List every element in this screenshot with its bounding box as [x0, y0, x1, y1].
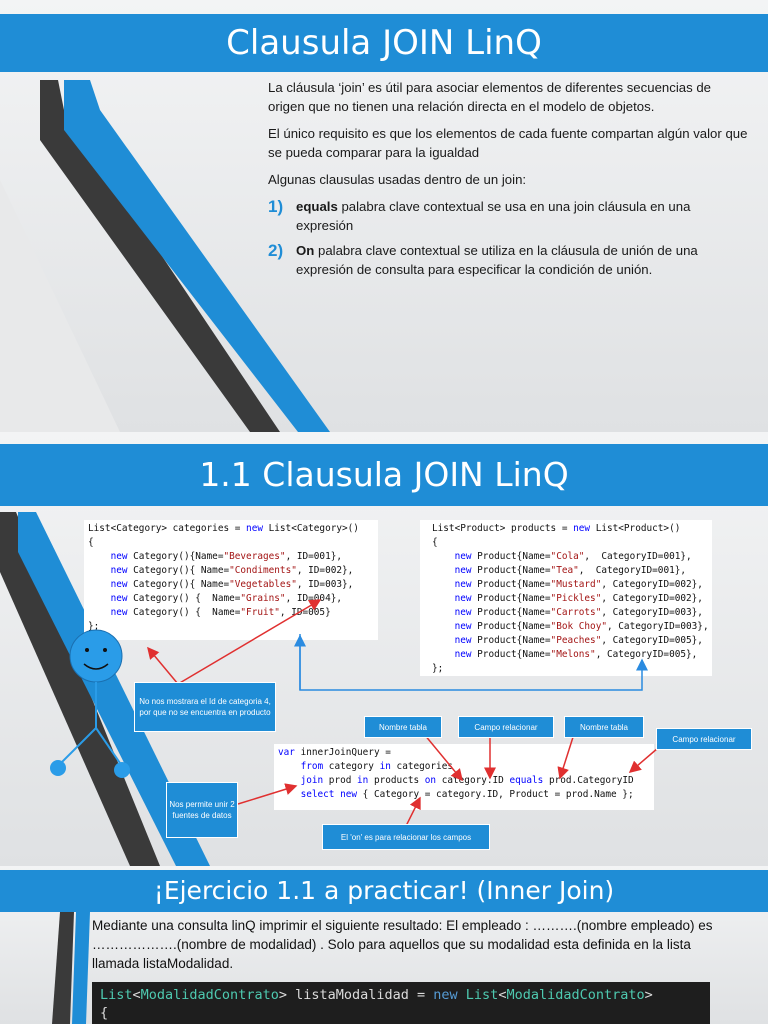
slide-title: 1.1 Clausula JOIN LinQ	[0, 444, 768, 506]
callout-on-keyword: El 'on' es para relacionar los campos	[322, 824, 490, 850]
modalidad-code: List<ModalidadContrato> listaModalidad =…	[92, 982, 710, 1024]
slide-1: Clausula JOIN LinQ La cláusula ‘join’ es…	[0, 0, 768, 432]
callout-table-name: Nombre tabla	[564, 716, 644, 738]
item-keyword: equals	[296, 199, 338, 214]
paragraph: El único requisito es que los elementos …	[268, 126, 748, 160]
item-number: 2)	[268, 241, 284, 260]
callout-missing-id: No nos mostrara el Id de categoria 4, po…	[134, 682, 276, 732]
categories-code: List<Category> categories = new List<Cat…	[84, 520, 378, 640]
slide-title: Clausula JOIN LinQ	[0, 14, 768, 72]
products-code: List<Product> products = new List<Produc…	[420, 520, 712, 676]
exercise-text: Mediante una consulta linQ imprimir el s…	[92, 918, 713, 971]
callout-join-field: Campo relacionar	[458, 716, 554, 738]
numbered-item: 2) On palabra clave contextual se utiliz…	[268, 241, 748, 279]
join-query-code: var innerJoinQuery = from category in ca…	[274, 744, 654, 810]
item-text: palabra clave contextual se utiliza en l…	[296, 243, 698, 277]
slide-2: 1.1 Clausula JOIN LinQ List<Category> ca…	[0, 432, 768, 866]
slide-body: La cláusula ‘join’ es útil para asociar …	[268, 78, 748, 285]
paragraph: Algunas clausulas usadas dentro de un jo…	[268, 172, 527, 187]
callout-join-field: Campo relacionar	[656, 728, 752, 750]
paragraph: La cláusula ‘join’ es útil para asociar …	[268, 80, 712, 114]
slide-title: ¡Ejercicio 1.1 a practicar! (Inner Join)	[0, 870, 768, 912]
slide-decoration	[52, 912, 90, 1024]
callout-table-name: Nombre tabla	[364, 716, 442, 738]
item-text: palabra clave contextual se usa en una j…	[296, 199, 691, 233]
item-keyword: On	[296, 243, 315, 258]
item-number: 1)	[268, 197, 284, 216]
slide-3: ¡Ejercicio 1.1 a practicar! (Inner Join)…	[0, 866, 768, 1024]
numbered-item: 1) equals palabra clave contextual se us…	[268, 197, 748, 235]
annotation-arrows	[50, 599, 659, 827]
slide-decoration	[0, 80, 330, 432]
callout-join-sources: Nos permite unir 2 fuentes de datos	[166, 782, 238, 838]
